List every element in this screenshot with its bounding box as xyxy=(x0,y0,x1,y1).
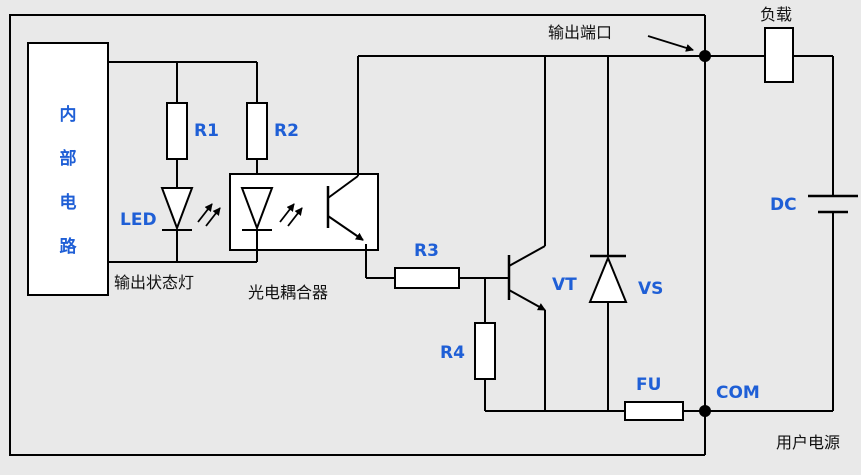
label-user-power: 用户电源 xyxy=(776,433,840,452)
led-emission-arrow-2 xyxy=(205,207,221,227)
led-symbol xyxy=(160,187,194,231)
inner-circuit-char-3: 电 xyxy=(60,192,77,213)
label-optocoupler: 光电耦合器 xyxy=(248,283,328,302)
inner-circuit-char-1: 内 xyxy=(60,104,77,125)
label-led: LED xyxy=(120,210,157,230)
opto-led-symbol xyxy=(240,187,274,231)
label-r2: R2 xyxy=(274,121,299,141)
resistor-r3 xyxy=(394,267,460,289)
resistor-r1 xyxy=(166,102,188,160)
label-r1: R1 xyxy=(194,121,219,141)
label-vt: VT xyxy=(552,275,577,295)
output-port-pointer xyxy=(647,35,694,52)
inner-circuit-char-4: 路 xyxy=(60,236,78,257)
vt-collector xyxy=(508,245,546,267)
load-box xyxy=(764,27,794,83)
opto-emission-arrow-2 xyxy=(287,207,303,227)
label-r3: R3 xyxy=(414,241,439,261)
resistor-r2 xyxy=(246,102,268,160)
module-boundary xyxy=(9,14,705,456)
vs-diode xyxy=(588,255,628,303)
led-emission-arrow-1 xyxy=(197,203,213,223)
label-r4: R4 xyxy=(440,343,465,363)
label-vs: VS xyxy=(638,279,663,299)
fuse-fu xyxy=(624,401,684,421)
inner-circuit-box xyxy=(27,42,109,296)
label-output-port: 输出端口 xyxy=(548,23,612,42)
label-dc: DC xyxy=(770,195,797,215)
label-load: 负载 xyxy=(760,5,792,24)
opto-transistor-emitter xyxy=(327,215,364,241)
label-output-status-led: 输出状态灯 xyxy=(114,273,194,292)
vt-emitter xyxy=(508,289,546,311)
opto-emission-arrow-1 xyxy=(279,203,295,223)
opto-transistor-collector xyxy=(327,175,359,199)
label-fu: FU xyxy=(636,375,661,395)
inner-circuit-char-2: 部 xyxy=(60,148,77,169)
label-com: COM xyxy=(716,383,760,403)
resistor-r4 xyxy=(474,322,496,380)
